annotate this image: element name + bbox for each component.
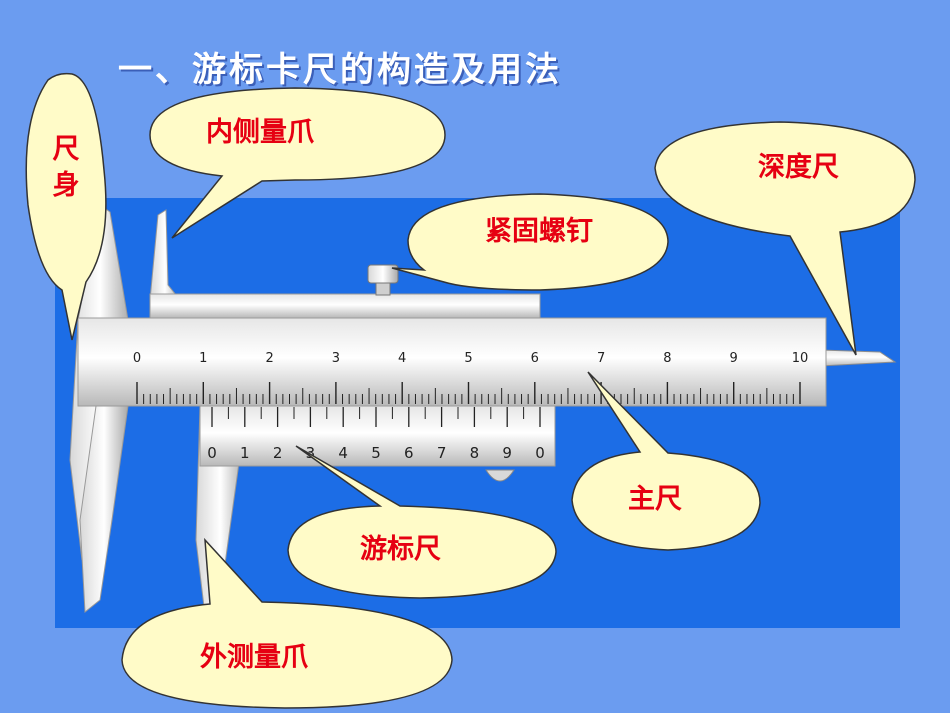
callout-outer-jaw [121, 537, 453, 709]
label-depth-rod: 深度尺 [758, 152, 839, 183]
vernier-scale-number: 6 [404, 444, 414, 462]
main-scale-number: 2 [265, 351, 273, 366]
main-scale-number: 0 [133, 351, 141, 366]
outer-jaw-fixed [79, 405, 129, 613]
callout-inner-jaw [149, 87, 446, 239]
main-scale-bar [77, 317, 827, 407]
callout-depth-rod [654, 121, 916, 356]
main-scale-number: 4 [398, 351, 406, 366]
callout-main-scale [571, 371, 761, 551]
main-scale-number: 3 [332, 351, 340, 366]
label-main-scale: 主尺 [628, 484, 682, 515]
callout-lock-screw [391, 193, 669, 291]
callout-vernier-scale [287, 445, 557, 599]
vernier-scale-number: 8 [470, 444, 480, 462]
vernier-scale-number: 9 [502, 444, 512, 462]
label-ruler-body: 尺身 [52, 134, 80, 202]
vernier-scale-numbers: 0 1 2 3 4 5 6 7 8 9 0 [207, 444, 545, 462]
main-scale-numbers: 0 1 2 3 4 5 6 7 8 9 10 [133, 351, 808, 366]
vernier-scale-number: 1 [240, 444, 250, 462]
thumb-grip [485, 469, 515, 482]
main-scale-number: 8 [663, 351, 671, 366]
callout-ruler-body [25, 72, 107, 341]
vernier-scale-number: 2 [273, 444, 283, 462]
main-scale-number: 10 [792, 351, 809, 366]
label-outer-jaw: 外测量爪 [200, 642, 308, 673]
main-scale-number: 5 [464, 351, 472, 366]
vernier-upper-bar [149, 293, 541, 319]
vernier-scale-number: 3 [306, 444, 316, 462]
page-title: 一、游标卡尺的构造及用法 [118, 50, 562, 90]
label-lock-screw: 紧固螺钉 [485, 216, 593, 247]
main-scale-number: 7 [597, 351, 605, 366]
lock-screw-stem [375, 282, 391, 296]
vernier-scale-ticks [211, 407, 541, 427]
main-scale-number: 9 [730, 351, 738, 366]
main-scale-number: 1 [199, 351, 207, 366]
vernier-scale-number: 5 [371, 444, 381, 462]
vernier-scale-number: 7 [437, 444, 447, 462]
main-scale-number: 6 [531, 351, 539, 366]
vernier-plate [199, 405, 556, 467]
vernier-scale-number: 4 [338, 444, 348, 462]
label-vernier-scale: 游标尺 [360, 534, 441, 565]
vernier-scale-number: 0 [207, 444, 217, 462]
label-inner-jaw: 内侧量爪 [206, 117, 314, 148]
main-scale-ticks [136, 382, 801, 404]
vernier-scale-number: 0 [535, 444, 545, 462]
